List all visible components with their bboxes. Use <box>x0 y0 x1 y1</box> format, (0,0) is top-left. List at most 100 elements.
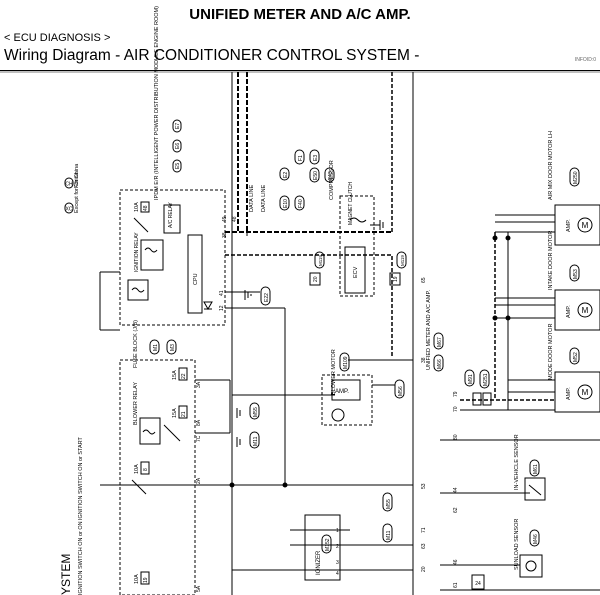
meter-pin-80: 80 <box>453 434 459 440</box>
door-motors: AIR MIX DOOR MOTOR LH M250 AMP. M INTAKE… <box>492 131 600 413</box>
meter-pin-71: 71 <box>421 527 427 533</box>
ipdm-box <box>119 189 226 326</box>
data-line-to-meter <box>225 254 393 358</box>
ionizer-ground-m11: M11 <box>386 530 392 540</box>
meter-pin-65: 65 <box>421 277 427 283</box>
page-title: UNIFIED METER AND A/C AMP. <box>189 6 411 23</box>
fb-ground-m55: M55 <box>253 407 259 417</box>
fuse-block-conn-m1: M1 <box>153 344 159 351</box>
ipdm-fuse-no: 48 <box>143 205 149 211</box>
comp-tag-e3: E3 <box>313 155 319 161</box>
ipdm-conn-e6: E6 <box>175 143 181 149</box>
ionizer-pin-2: 2 <box>336 544 339 550</box>
fuse-block-conn-m3: M3 <box>170 344 176 351</box>
ipdm-pin-12: 12 <box>219 305 225 311</box>
meter-pin-46: 46 <box>453 559 459 565</box>
fuse-no-8: 8 <box>143 468 149 471</box>
breadcrumb[interactable]: < ECU DIAGNOSIS > <box>4 32 111 44</box>
meter-pin-20: 20 <box>421 566 427 572</box>
comp-tag-f1: F1 <box>298 155 304 161</box>
ipdm-fuse: 10A <box>134 202 140 212</box>
blower-motor-label: BLOWER MOTOR <box>331 349 337 395</box>
ipdm-relay-2 <box>127 279 149 301</box>
data-line-right-label: DATA LINE <box>261 184 267 212</box>
ipdm-ign-relay-box <box>140 239 164 271</box>
main-wiring <box>0 71 600 595</box>
fuse-15a-2: 15A <box>172 408 178 418</box>
fuse-no-21: 21 <box>181 411 187 417</box>
magnet-clutch: MAGNET CLUTCH <box>348 182 354 225</box>
comp-tag-e2: E2 <box>283 172 289 178</box>
legend-xc-text: Except for China <box>74 171 80 213</box>
fuse-block-title: FUSE BLOCK (J/B) <box>133 320 139 368</box>
relay-coil <box>144 247 158 253</box>
compressor-box <box>339 195 375 297</box>
ipdm-ign-relay: IGNITION RELAY <box>134 232 140 272</box>
compressor: E2 F1 E10 F40 E3 E50 COMPRESSOR F43 MAGN… <box>279 149 407 297</box>
ipdm-er: IPDM E/R (INTELLIGENT POWER DISTRIBUTION… <box>119 6 271 326</box>
meter-pin-62: 62 <box>453 507 459 513</box>
data-line-left-label: DATA LINE <box>249 184 255 212</box>
ipdm-conn-e5-oval <box>172 159 182 173</box>
fb-pin-3a: 3A <box>196 381 202 388</box>
ipdm-title: IPDM E/R (INTELLIGENT POWER DISTRIBUTION… <box>154 6 160 200</box>
mode-door-motor-connector: M52 <box>573 352 579 362</box>
system-label: YSTEM <box>59 554 73 595</box>
legend-ch-oval <box>64 177 74 189</box>
unified-meter-label: UNIFIED METER AND A/C AMP. <box>426 290 432 370</box>
ionizer-pin-3: 3 <box>336 560 339 566</box>
in-vehicle-sensor-label: IN-VEHICLE SENSOR <box>514 434 520 490</box>
info-id-tag: INFOID:0 <box>574 57 596 63</box>
fb-pin-5a: 5A <box>196 585 202 592</box>
blower-motor-amp: AMP. <box>335 389 349 395</box>
legend: CH For China XC Except for China <box>64 163 80 214</box>
fb-pin-8a: 8A <box>196 419 202 426</box>
ipdm-pin-38: 38 <box>222 232 228 238</box>
fuse-15a-1: 15A <box>172 370 178 380</box>
blower-motor: BLOWER MOTOR M109 AMP. M56 <box>321 349 405 426</box>
fuse-block: FUSE BLOCK (J/B) M1 M3 15A 22 15A 21 10A… <box>119 320 260 595</box>
ionizer-pin-1: 1 <box>336 528 339 534</box>
sunload-sensor-label: SUNLOAD SENSOR <box>514 519 520 570</box>
ignition-switch-label: IGNITION SWITCH ON or START <box>78 436 84 520</box>
ipdm-conn-e5: E5 <box>175 163 181 169</box>
diode <box>203 301 213 311</box>
unified-meter: UNIFIED METER AND A/C AMP. M66 M67 65 38… <box>421 232 600 591</box>
intake-door-motor-amp: AMP. <box>566 305 572 318</box>
mode-door-motor-amp: AMP. <box>566 387 572 400</box>
meter-pin-61: 61 <box>453 582 459 588</box>
unified-meter-conn-m67: M67 <box>437 337 443 347</box>
ignition-switch-label-2: IGNITION SWITCH ON or ON <box>78 521 84 595</box>
ipdm-conn-e7: E7 <box>175 123 181 129</box>
comp-tag-e10: E10 <box>283 199 289 208</box>
fuse-block-box <box>119 359 196 595</box>
blower-motor-connector: M109 <box>343 356 349 369</box>
comp-tag-e50: E50 <box>313 171 319 180</box>
meter-pin-63: 63 <box>421 543 427 549</box>
ionizer: IONIZER M152 1 2 3 4 M55 M11 <box>304 492 393 581</box>
ionizer-ground-m55: M55 <box>386 499 392 509</box>
ipdm-pin-41: 41 <box>219 290 225 296</box>
svg-text:M: M <box>582 388 589 397</box>
comp-tag-f40: F40 <box>298 199 304 208</box>
photodiode-symbol <box>525 560 537 572</box>
ignition-switch: IGNITION SWITCH ON or START IGNITION SWI… <box>59 436 84 595</box>
sensors: IN-VEHICLE SENSOR M61 SUNLOAD SENSOR M46 <box>514 434 546 578</box>
legend-ch-code: CH <box>65 182 73 188</box>
meter-pin-44: 44 <box>453 487 459 493</box>
ionizer-connector: M152 <box>325 538 331 551</box>
in-vehicle-sensor-connector: M61 <box>533 464 539 474</box>
blower-ground-m56: M56 <box>398 386 404 396</box>
mode-door-motor-label: MODE DOOR MOTOR <box>548 324 554 380</box>
meter-tag-m251: M251 <box>483 373 489 386</box>
ionizer-label: IONIZER <box>316 550 322 575</box>
meter-tag-m91: M91 <box>468 374 474 384</box>
ecv: ECV <box>353 266 359 278</box>
fuse-no-22: 22 <box>181 373 187 379</box>
legend-xc-oval <box>64 202 74 214</box>
bottom-pin-24: 24 <box>475 581 481 587</box>
sunload-sensor-connector: M46 <box>533 534 539 544</box>
meter-pin-79: 79 <box>453 391 459 397</box>
ipdm-ac-relay: A/C RELAY <box>168 202 174 228</box>
